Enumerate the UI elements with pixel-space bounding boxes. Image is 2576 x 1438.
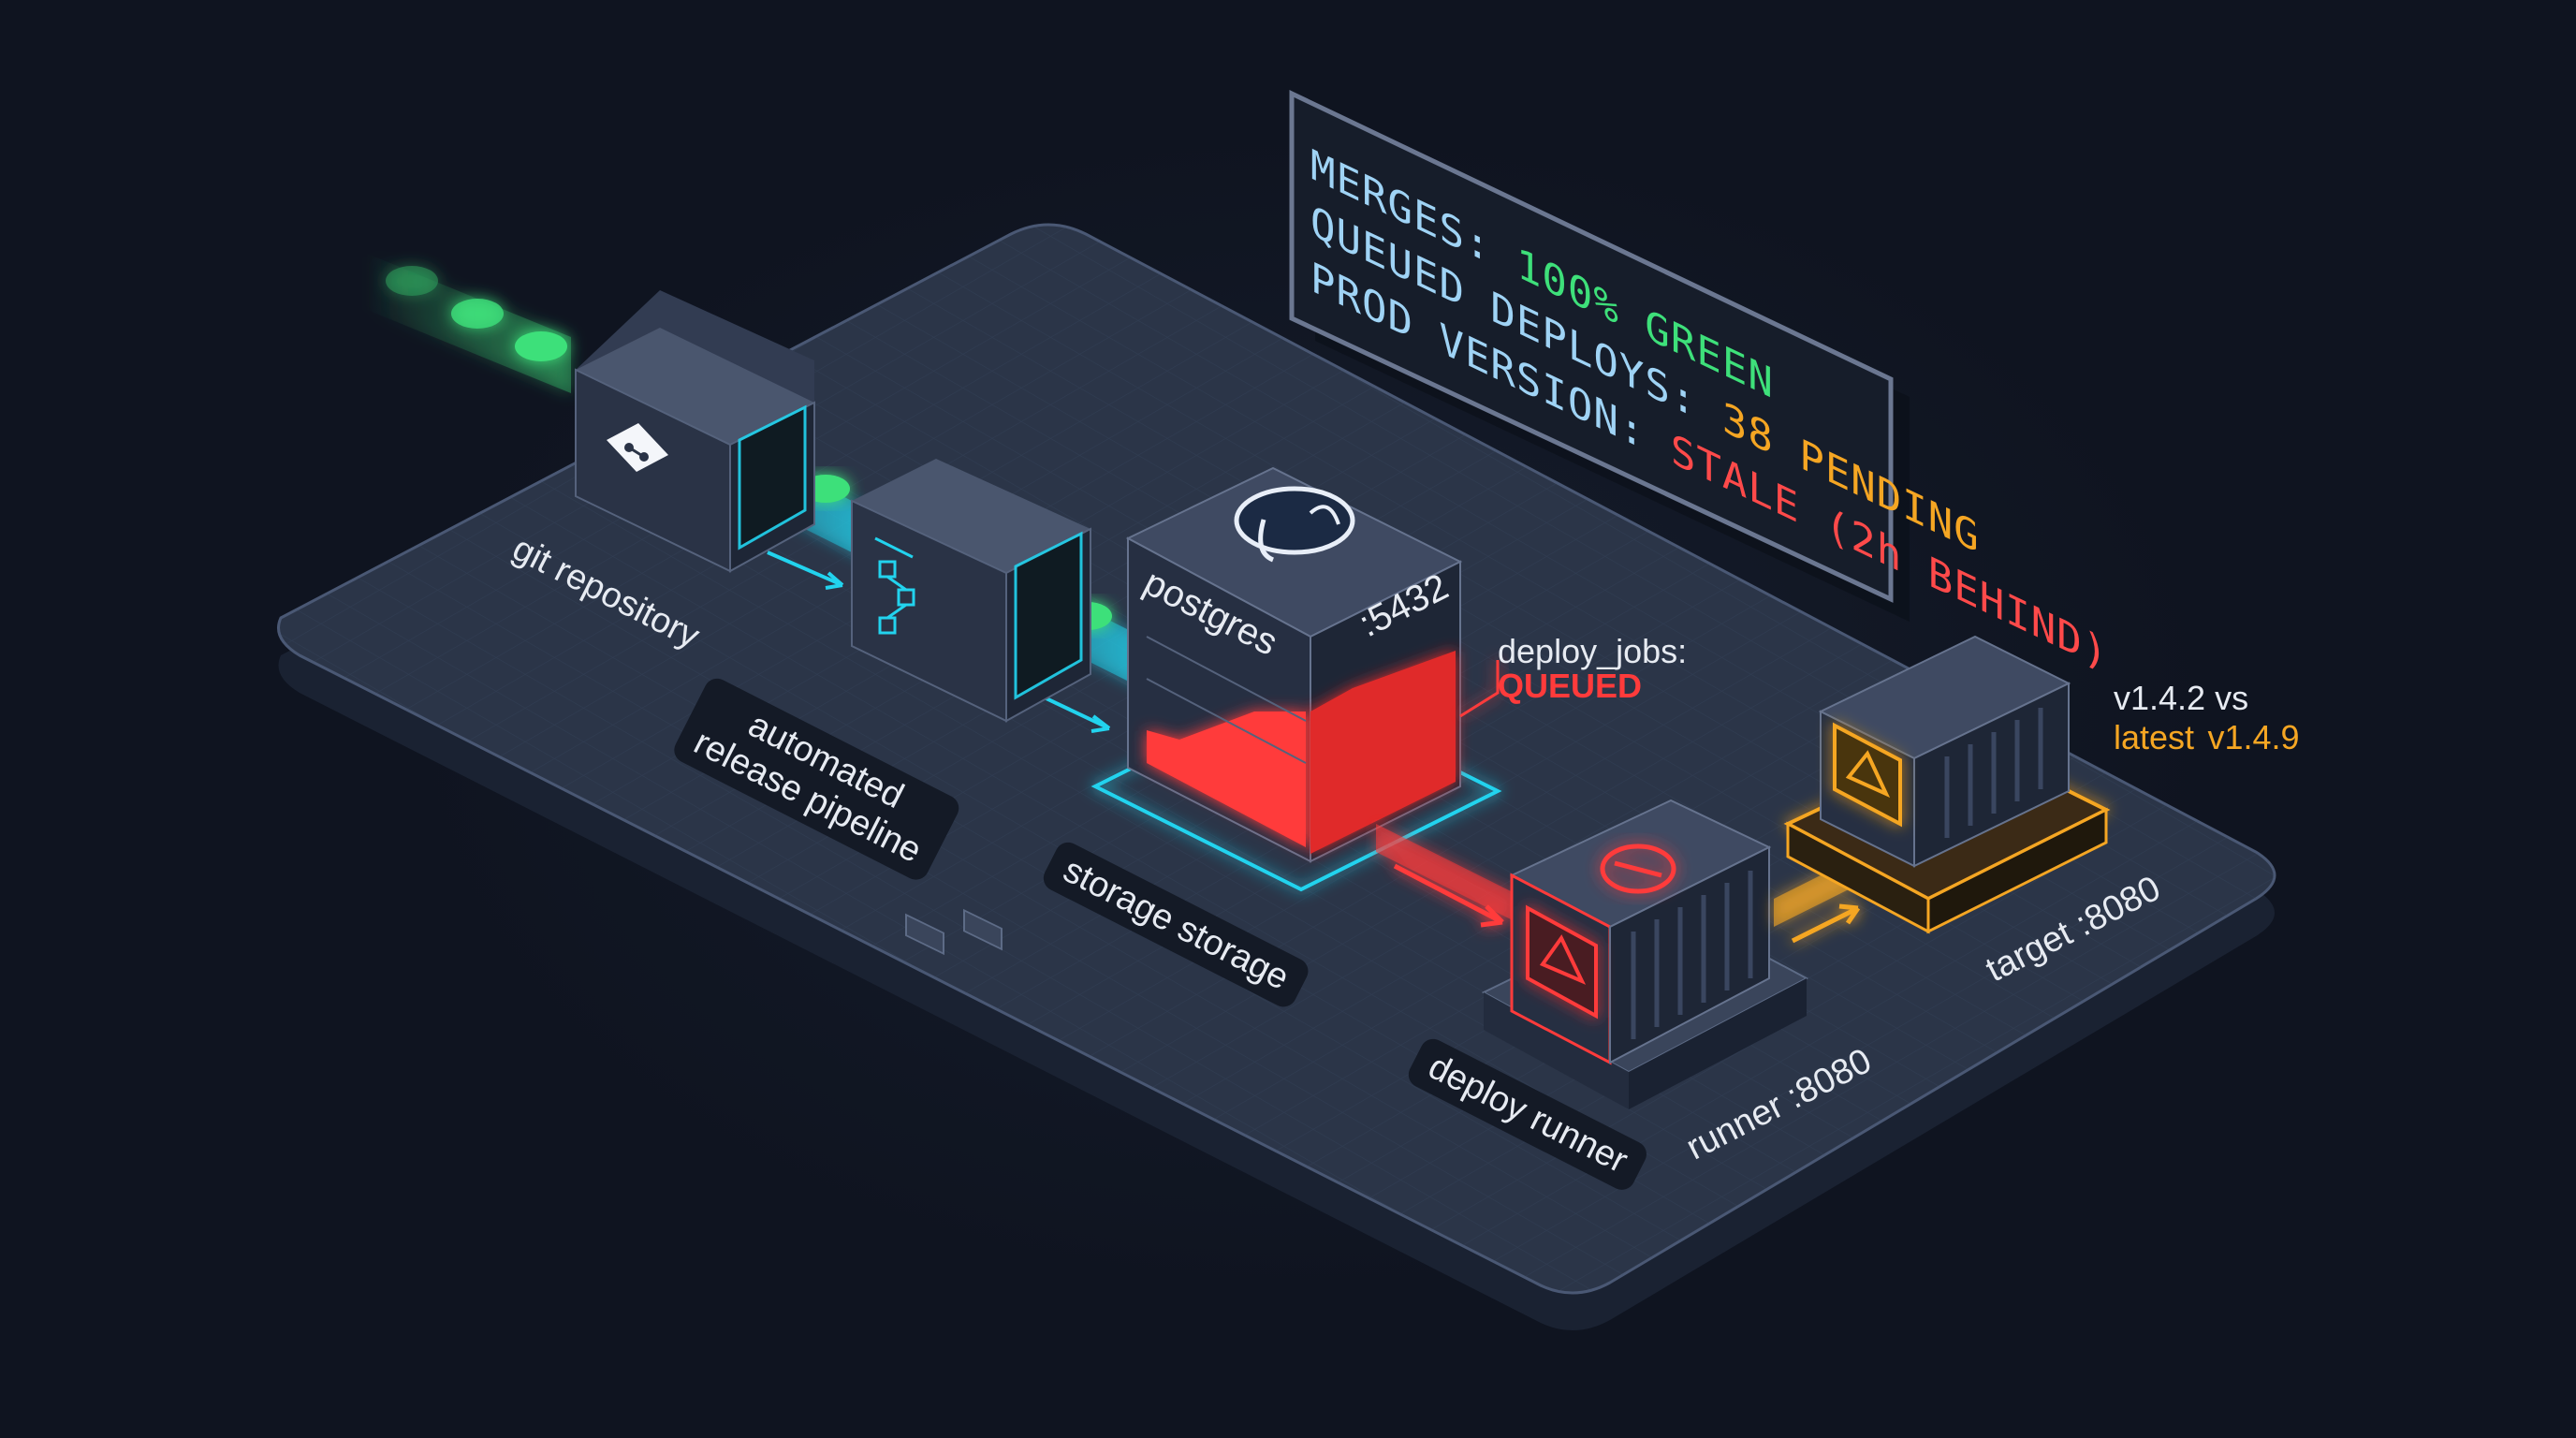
- release-pipeline-node: [851, 459, 1091, 956]
- git-repository-node: [575, 290, 815, 573]
- postgres-to-runner-flow: [1376, 824, 1516, 928]
- deploy-jobs-key: deploy_jobs:: [1498, 632, 1688, 670]
- status-panel-frame: [1289, 90, 1910, 622]
- target-node: [1783, 635, 2111, 934]
- postgres-node: [1090, 466, 1502, 892]
- queue-fill: [1147, 651, 1456, 854]
- version-latest: v1.4.9: [2207, 718, 2300, 756]
- version-comparison: v1.4.2 vs latest v1.4.9: [2114, 679, 2300, 757]
- version-latest-prefix: latest: [2114, 718, 2195, 756]
- deploy-jobs-value: QUEUED: [1498, 667, 1643, 705]
- incoming-commit-flow: [365, 253, 571, 393]
- warning-triangle-icon: [1526, 904, 1598, 1020]
- deploy-runner-node: [1481, 799, 1809, 1109]
- target-warning-triangle-icon: [1833, 722, 1902, 828]
- flowchart-icon: [874, 536, 915, 635]
- elephant-icon: [1234, 486, 1355, 563]
- no-entry-icon: [1600, 844, 1676, 894]
- git-icon: [607, 423, 668, 472]
- version-current: v1.4.2 vs: [2114, 679, 2249, 717]
